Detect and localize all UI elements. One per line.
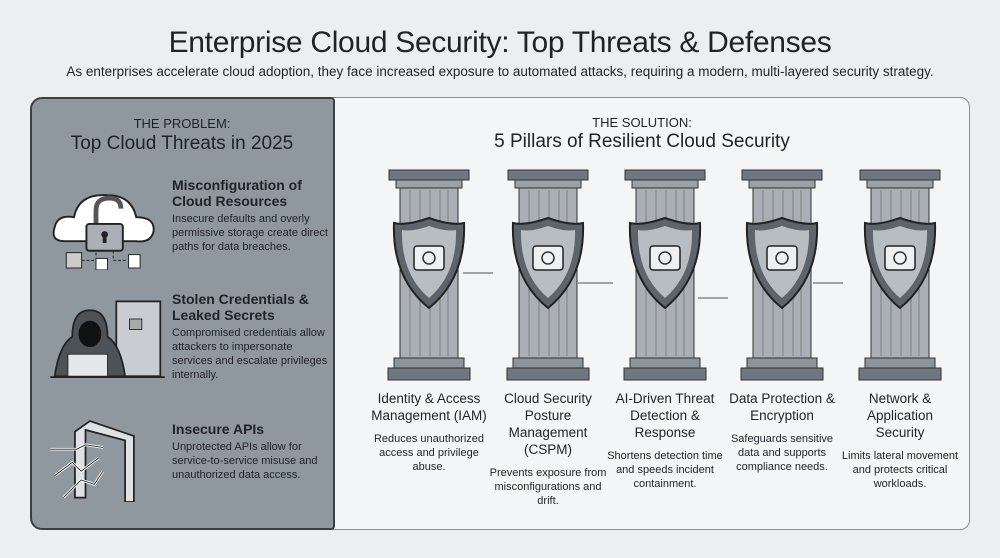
threat-item: Insecure APIs Unprotected APIs allow for… [172, 421, 332, 482]
solution-eyebrow: THE SOLUTION: [592, 115, 692, 130]
pillar-text: Identity & Access Management (IAM) Reduc… [370, 390, 488, 474]
page-title: Enterprise Cloud Security: Top Threats &… [168, 26, 832, 59]
pillar-description: Reduces unauthorized access and privileg… [373, 433, 485, 473]
problem-eyebrow: THE PROBLEM: [133, 116, 231, 131]
firewall-shield-icon [858, 169, 942, 381]
unlocked-cloud-icon [52, 194, 155, 270]
pillar [841, 168, 959, 383]
pillar-text: Cloud Security Posture Management (CSPM)… [489, 390, 607, 508]
pillar-text: Network & Application Security Limits la… [841, 390, 959, 491]
threat-description: Compromised credentials allow attackers … [172, 327, 328, 381]
pillar-title: Identity & Access Management (IAM) [371, 391, 487, 423]
pillar-description: Shortens detection time and speeds incid… [607, 450, 723, 490]
pillar [370, 168, 488, 383]
fingerprint-id-icon [387, 169, 471, 381]
problem-panel: THE PROBLEM: Top Cloud Threats in 2025 M… [30, 97, 335, 530]
threat-title: Stolen Credentials & Leaked Secrets [172, 291, 309, 323]
problem-heading: Top Cloud Threats in 2025 [70, 133, 294, 154]
threat-item: Misconfiguration of Cloud Resources Inse… [172, 177, 332, 254]
threat-description: Unprotected APIs allow for service-to-se… [172, 441, 318, 481]
radar-checklist-icon [506, 169, 590, 381]
breached-door-icon [50, 420, 135, 502]
pillar-description: Limits lateral movement and protects cri… [841, 450, 959, 490]
pillar-title: Network & Application Security [866, 391, 934, 440]
hooded-hacker-icon [50, 300, 165, 378]
threat-title: Misconfiguration of Cloud Resources [172, 177, 302, 209]
pillar [489, 168, 607, 383]
pillar-text: AI-Driven Threat Detection & Response Sh… [606, 390, 724, 491]
page-subtitle: As enterprises accelerate cloud adoption… [66, 64, 934, 79]
pillar-title: Cloud Security Posture Management (CSPM) [504, 391, 592, 457]
pillar-description: Prevents exposure from misconfigurations… [489, 467, 607, 507]
pillar-text: Data Protection & Encryption Safeguards … [723, 390, 841, 474]
threat-description: Insecure defaults and overly permissive … [172, 213, 328, 253]
connector-lines [463, 272, 843, 299]
pillar [723, 168, 841, 383]
threat-item: Stolen Credentials & Leaked Secrets Comp… [172, 291, 332, 382]
vault-lock-icon [740, 169, 824, 381]
pillar-title: AI-Driven Threat Detection & Response [615, 391, 715, 440]
ai-chip-magnifier-icon [623, 169, 707, 381]
pillar-title: Data Protection & Encryption [729, 391, 835, 423]
pillar [606, 168, 724, 383]
solution-heading: 5 Pillars of Resilient Cloud Security [494, 131, 790, 152]
pillar-description: Safeguards sensitive data and supports c… [730, 433, 834, 473]
threat-title: Insecure APIs [172, 421, 265, 437]
